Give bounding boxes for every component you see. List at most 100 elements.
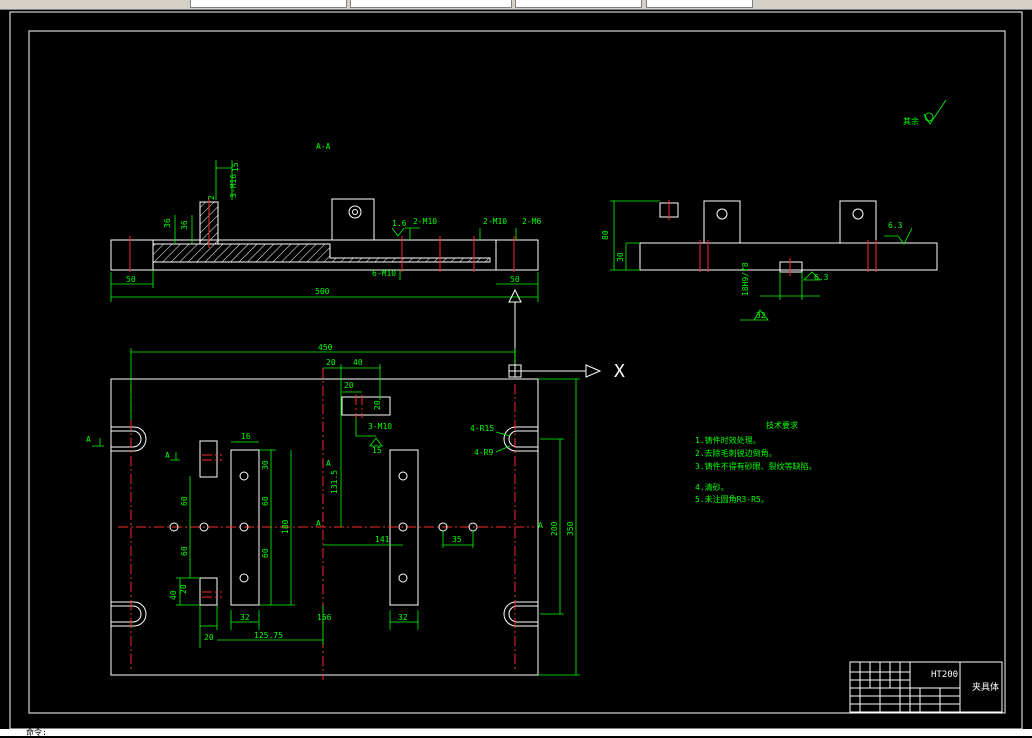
dim-text: 32	[398, 613, 408, 622]
dim-text: 80	[601, 230, 610, 240]
side-lug-left	[703, 200, 741, 244]
lug-hole	[348, 205, 362, 219]
dim-text: 50	[510, 275, 520, 284]
dim-line	[174, 215, 193, 244]
dim-text: 3-M16	[229, 174, 238, 198]
section-label: A	[165, 451, 170, 460]
dim-text: 30	[261, 460, 270, 470]
notes-item: 5.未注圆角R3-R5。	[695, 494, 769, 504]
section-hatch	[152, 201, 491, 263]
section-label: A	[86, 435, 91, 444]
command-line[interactable]: 命令:	[0, 728, 1032, 737]
notes-item: 2.去除毛刺锐边倒角。	[695, 448, 777, 458]
dim-text: 180	[281, 519, 290, 534]
dim-text: 20	[326, 358, 336, 367]
section-marker	[92, 438, 104, 447]
hole	[398, 471, 408, 481]
side-view: 80 30 6.3 6.3 18H9/f8 32	[601, 200, 938, 321]
u-slot	[111, 605, 142, 623]
section-label: A	[316, 519, 321, 528]
dim-text: 20	[179, 584, 188, 594]
side-lug-hole	[852, 208, 864, 220]
inner-frame	[28, 30, 1006, 714]
section-label: A	[538, 521, 543, 530]
u-slot	[111, 430, 142, 448]
dim-text: 2-M10	[483, 217, 507, 226]
dim-text: 20	[344, 381, 354, 390]
dim-text: 500	[315, 287, 330, 296]
plan-view: 450 20 40 20 20 3-M10 15 4-R15 4-R9 16 3…	[86, 343, 625, 680]
side-body	[639, 242, 938, 271]
material-label: HT200	[931, 670, 958, 680]
dim-text: 125.75	[254, 631, 283, 640]
dim-text: 450	[318, 343, 333, 352]
hole	[239, 522, 249, 532]
roughness-circle-icon	[924, 112, 934, 122]
dim-text: 60	[261, 548, 270, 558]
plan-outline	[110, 378, 539, 676]
hole	[239, 573, 249, 583]
roughness-symbol	[884, 227, 913, 245]
ucs-x-arrow-icon	[521, 364, 602, 378]
toolbar-button[interactable]	[515, 0, 642, 8]
hole	[398, 522, 408, 532]
toolbar-button[interactable]	[190, 0, 347, 8]
dim-text: 36	[163, 218, 172, 228]
hole	[169, 522, 179, 532]
dim-text: 32	[756, 311, 766, 320]
dim-text: 131.5	[330, 470, 339, 494]
dim-text: 20	[373, 400, 382, 410]
dim-text: 60	[261, 496, 270, 506]
dim-line	[540, 438, 564, 615]
side-slot	[779, 261, 803, 273]
section-view-aa: A-A 500 50 50 36 36 2 3-M16 15 1.6 2-M10…	[110, 142, 541, 372]
side-lug-hole	[716, 208, 728, 220]
dim-text: 141	[375, 535, 390, 544]
dim-text: 156	[317, 613, 332, 622]
dim-line	[760, 272, 820, 300]
section-foot-right	[495, 239, 539, 271]
block	[199, 440, 218, 478]
dim-text: 200	[550, 521, 559, 536]
dim-line	[610, 200, 660, 271]
section-foot-left	[110, 239, 154, 271]
dim-text: 4-R9	[474, 448, 493, 457]
dim-text: 2-M10	[413, 217, 437, 226]
u-slot-outer	[111, 426, 147, 452]
toolbar-button[interactable]	[350, 0, 512, 8]
u-slot	[508, 605, 538, 623]
dim-text: 1.6	[392, 219, 407, 228]
dim-line	[323, 364, 381, 527]
notes-title: 技术要求	[766, 420, 798, 430]
dim-line	[259, 449, 295, 606]
roughness-general-label: 其余	[903, 116, 919, 126]
dim-text: 2-M6	[522, 217, 541, 226]
lug-hole-inner	[352, 209, 358, 215]
roughness-symbol	[740, 309, 769, 321]
dim-text: 35	[452, 535, 462, 544]
toolbar-strip	[0, 0, 1032, 10]
side-lug-right	[839, 200, 877, 244]
toolbar-button[interactable]	[646, 0, 753, 8]
leader-line	[355, 418, 383, 447]
notes-item: 4.清砂。	[695, 482, 729, 492]
section-marker	[170, 452, 180, 461]
leader-line	[495, 431, 511, 453]
dim-line	[199, 605, 419, 648]
dim-text: 30	[616, 252, 625, 262]
command-prompt: 命令:	[26, 728, 47, 737]
dim-text: 40	[353, 358, 363, 367]
hole	[199, 522, 209, 532]
dim-line	[176, 577, 200, 606]
dim-text: 6.3	[814, 273, 829, 282]
ucs-x-label: X	[614, 361, 625, 382]
dim-line	[111, 270, 154, 288]
dim-text: 20	[204, 633, 214, 642]
dim-text: 18H9/f8	[741, 262, 750, 296]
section-title: A-A	[316, 142, 331, 151]
leader-line	[399, 228, 517, 280]
dim-text: 6.3	[888, 221, 903, 230]
u-slot-outer	[503, 601, 538, 627]
dim-text: 6-M10	[372, 269, 396, 278]
